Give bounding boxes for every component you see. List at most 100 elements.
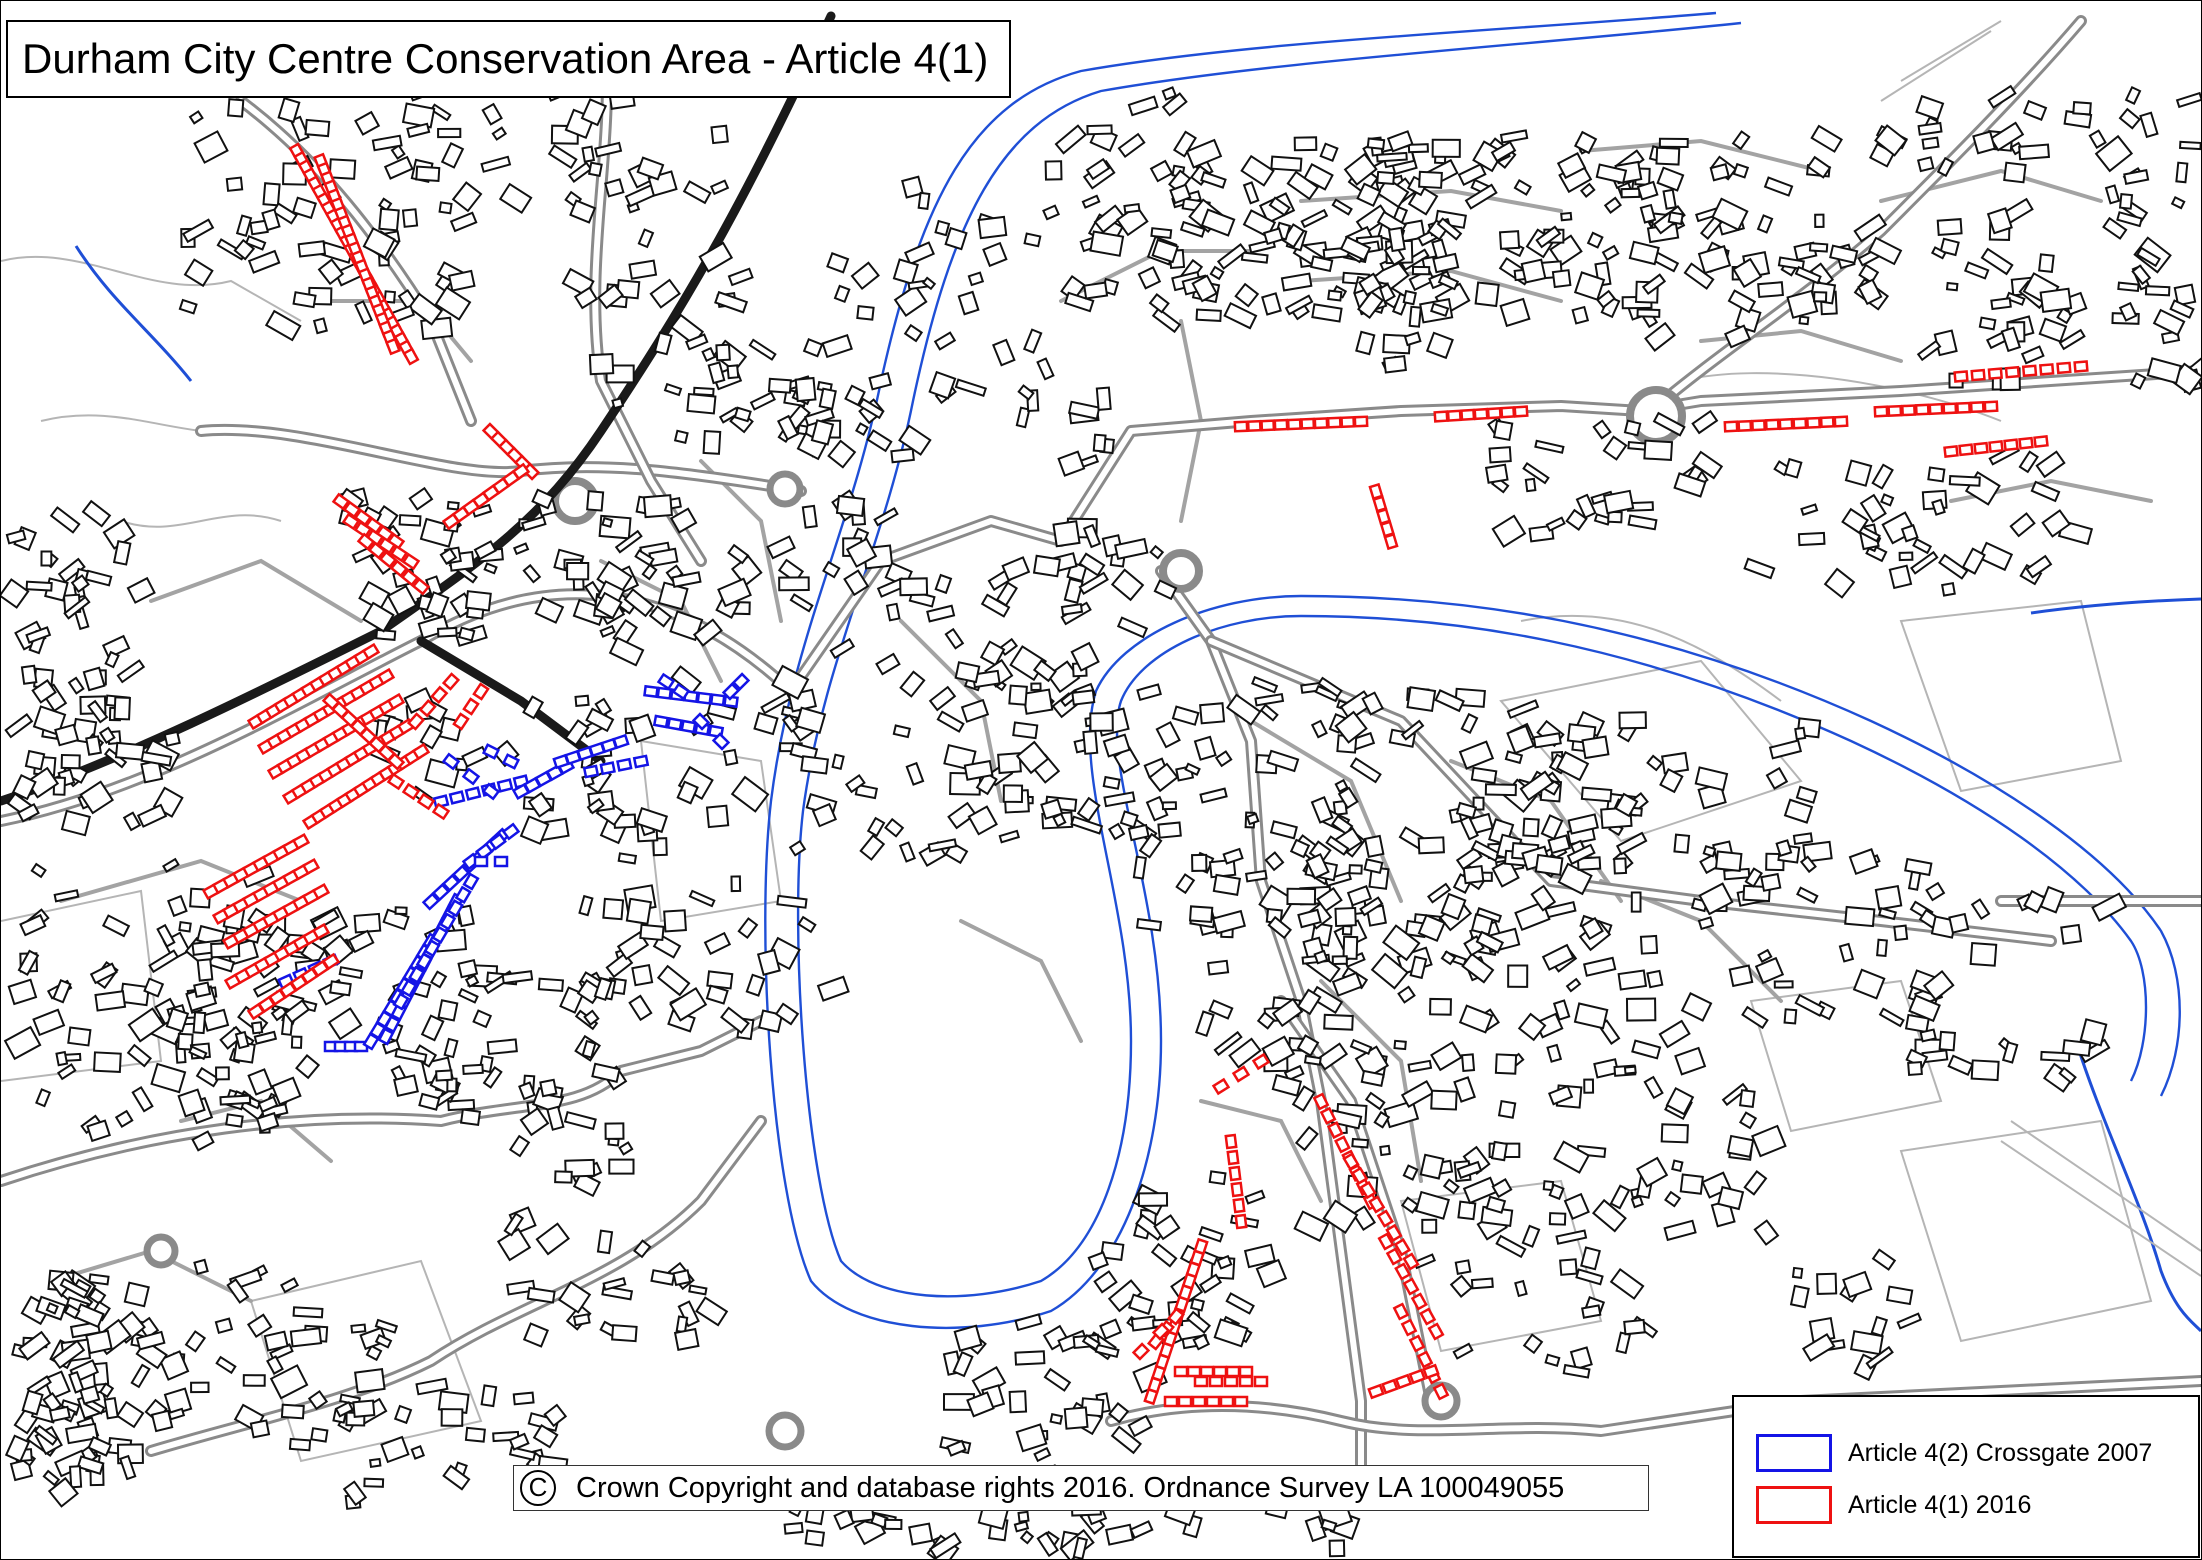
article-4-1-property[interactable] — [1987, 367, 2004, 380]
article-4-1-property[interactable] — [389, 544, 409, 563]
article-4-1-property[interactable] — [2018, 436, 2034, 450]
article-4-2-property[interactable] — [439, 912, 457, 931]
article-4-1-property[interactable] — [402, 347, 420, 366]
article-4-1-property[interactable] — [1973, 441, 1989, 455]
article-4-2-property[interactable] — [400, 979, 418, 998]
article-4-1-property[interactable] — [1246, 419, 1262, 432]
article-4-1-property[interactable] — [1969, 401, 1985, 414]
article-4-1-property[interactable] — [1234, 1213, 1248, 1230]
article-4-1-property[interactable] — [1394, 1373, 1413, 1390]
article-4-2-property[interactable] — [599, 761, 616, 776]
article-4-1-property[interactable] — [1260, 419, 1276, 432]
article-4-1-property[interactable] — [1313, 417, 1329, 430]
article-4-1-property[interactable] — [1394, 1262, 1412, 1281]
article-4-1-property[interactable] — [418, 698, 437, 718]
article-4-1-property[interactable] — [1900, 404, 1917, 417]
article-4-1-property[interactable] — [1353, 415, 1369, 428]
article-4-1-property[interactable] — [1205, 1395, 1221, 1408]
article-4-1-property[interactable] — [1942, 402, 1958, 415]
article-4-1-property[interactable] — [431, 802, 451, 821]
article-4-1-property[interactable] — [1513, 405, 1529, 418]
article-4-1-property[interactable] — [1988, 439, 2004, 454]
article-4-1-property[interactable] — [1238, 1365, 1254, 1378]
article-4-1-property[interactable] — [411, 577, 431, 596]
article-4-1-property[interactable] — [1193, 1237, 1209, 1256]
article-4-2-property[interactable] — [475, 842, 494, 861]
article-4-2-property[interactable] — [464, 786, 482, 801]
article-4-1-property[interactable] — [1224, 1133, 1238, 1150]
article-4-2-property[interactable] — [632, 754, 650, 769]
article-4-1-property[interactable] — [1342, 1152, 1360, 1171]
article-4-1-property[interactable] — [1173, 1365, 1189, 1378]
article-4-1-property[interactable] — [1226, 1149, 1240, 1166]
article-4-2-property[interactable] — [481, 743, 501, 760]
article-4-1-property[interactable] — [1819, 416, 1835, 429]
article-4-2-property[interactable] — [446, 899, 465, 918]
article-4-1-2016-properties[interactable] — [201, 142, 2089, 1408]
article-4-1-property[interactable] — [2003, 438, 2019, 452]
article-4-1-property[interactable] — [2004, 365, 2021, 379]
article-4-1-property[interactable] — [1231, 1065, 1251, 1083]
article-4-2-property[interactable] — [616, 757, 633, 772]
article-4-1-property[interactable] — [1873, 405, 1889, 418]
article-4-2-property[interactable] — [612, 733, 630, 750]
article-4-1-property[interactable] — [1385, 1223, 1403, 1243]
article-4-1-property[interactable] — [342, 500, 362, 519]
article-4-1-property[interactable] — [1151, 1322, 1171, 1341]
article-4-1-property[interactable] — [401, 552, 421, 571]
article-4-1-property[interactable] — [1238, 1375, 1254, 1388]
article-4-1-property[interactable] — [1778, 417, 1794, 431]
article-4-1-property[interactable] — [472, 682, 490, 701]
article-4-1-property[interactable] — [1326, 1121, 1344, 1140]
article-4-2-crossgate-2007-properties[interactable] — [277, 672, 751, 1053]
article-4-1-property[interactable] — [1253, 1375, 1269, 1388]
article-4-1-property[interactable] — [1319, 1106, 1337, 1125]
article-4-1-property[interactable] — [416, 792, 436, 811]
article-4-1-property[interactable] — [1163, 1395, 1179, 1408]
article-4-1-property[interactable] — [1393, 1238, 1412, 1257]
article-4-1-property[interactable] — [1381, 1378, 1399, 1395]
article-4-1-property[interactable] — [1312, 1092, 1330, 1111]
article-4-1-property[interactable] — [2033, 434, 2049, 449]
article-4-1-property[interactable] — [1955, 401, 1972, 414]
article-4-1-property[interactable] — [1805, 416, 1822, 429]
article-4-2-property[interactable] — [415, 952, 433, 971]
article-4-1-property[interactable] — [1377, 1232, 1395, 1251]
article-4-2-property[interactable] — [441, 752, 461, 771]
article-4-2-property[interactable] — [496, 778, 514, 793]
article-4-2-property[interactable] — [680, 719, 697, 734]
article-4-1-property[interactable] — [1432, 1382, 1450, 1401]
article-4-1-property[interactable] — [401, 782, 421, 801]
article-4-1-property[interactable] — [1131, 1342, 1151, 1361]
article-4-1-property[interactable] — [1385, 1247, 1403, 1266]
article-4-2-property[interactable] — [454, 885, 472, 904]
article-4-2-property[interactable] — [377, 1027, 395, 1046]
article-4-1-property[interactable] — [1228, 1165, 1242, 1182]
article-4-1-property[interactable] — [1186, 1365, 1202, 1378]
article-4-1-property[interactable] — [411, 742, 431, 761]
article-4-1-property[interactable] — [441, 672, 461, 691]
article-4-2-property[interactable] — [731, 672, 751, 691]
article-4-1-property[interactable] — [1427, 1322, 1445, 1341]
article-4-1-property[interactable] — [1419, 1307, 1437, 1326]
article-4-1-property[interactable] — [1928, 402, 1944, 416]
article-4-2-property[interactable] — [711, 732, 731, 751]
article-4-1-property[interactable] — [1953, 370, 1969, 383]
article-4-1-property[interactable] — [1402, 1277, 1420, 1296]
article-4-1-property[interactable] — [1166, 1307, 1186, 1326]
article-4-2-property[interactable] — [461, 767, 481, 786]
article-4-1-property[interactable] — [1833, 415, 1849, 428]
article-4-1-property[interactable] — [1225, 1365, 1241, 1378]
article-4-1-property[interactable] — [301, 857, 321, 876]
article-4-1-property[interactable] — [1750, 419, 1767, 432]
article-4-2-property[interactable] — [441, 873, 461, 893]
article-4-1-property[interactable] — [1392, 1302, 1410, 1321]
article-4-1-property[interactable] — [1212, 1365, 1228, 1378]
article-4-1-property[interactable] — [376, 667, 396, 686]
article-4-1-property[interactable] — [1273, 418, 1289, 431]
article-4-1-property[interactable] — [1737, 419, 1753, 432]
article-4-2-property[interactable] — [423, 939, 441, 958]
article-4-1-property[interactable] — [1191, 1395, 1207, 1408]
article-4-1-property[interactable] — [1400, 1318, 1418, 1337]
